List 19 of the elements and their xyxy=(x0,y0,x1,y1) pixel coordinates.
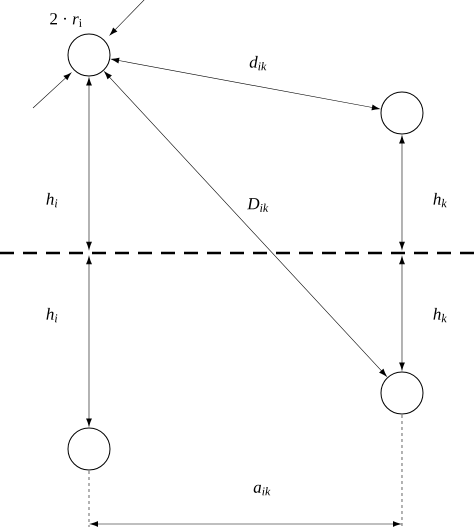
edge-label: h$_{i}$ xyxy=(44,306,60,324)
ground-line xyxy=(0,252,474,254)
edge-label: h$_{k}$ xyxy=(432,192,448,208)
edge-label: d$_{ik}$ xyxy=(248,54,268,72)
edge-label: D$_{ik}$ xyxy=(246,197,270,213)
edge-label: h$_{i}$ xyxy=(44,192,60,208)
dimension-label: a$_{ik}$ xyxy=(254,484,270,496)
arrow xyxy=(399,136,405,250)
conductor-circle xyxy=(380,372,424,414)
arrow xyxy=(104,72,387,376)
conductor-circle xyxy=(68,34,110,76)
arrow xyxy=(86,256,92,426)
edge-label: h$_{k}$ xyxy=(432,306,448,324)
arrow xyxy=(86,78,92,250)
conductor-circle xyxy=(68,428,110,470)
dimension-label: 2 · r$_{i}$ xyxy=(50,13,82,27)
arrow xyxy=(399,256,405,370)
conductor-circle xyxy=(380,92,424,134)
arrow xyxy=(111,58,380,110)
